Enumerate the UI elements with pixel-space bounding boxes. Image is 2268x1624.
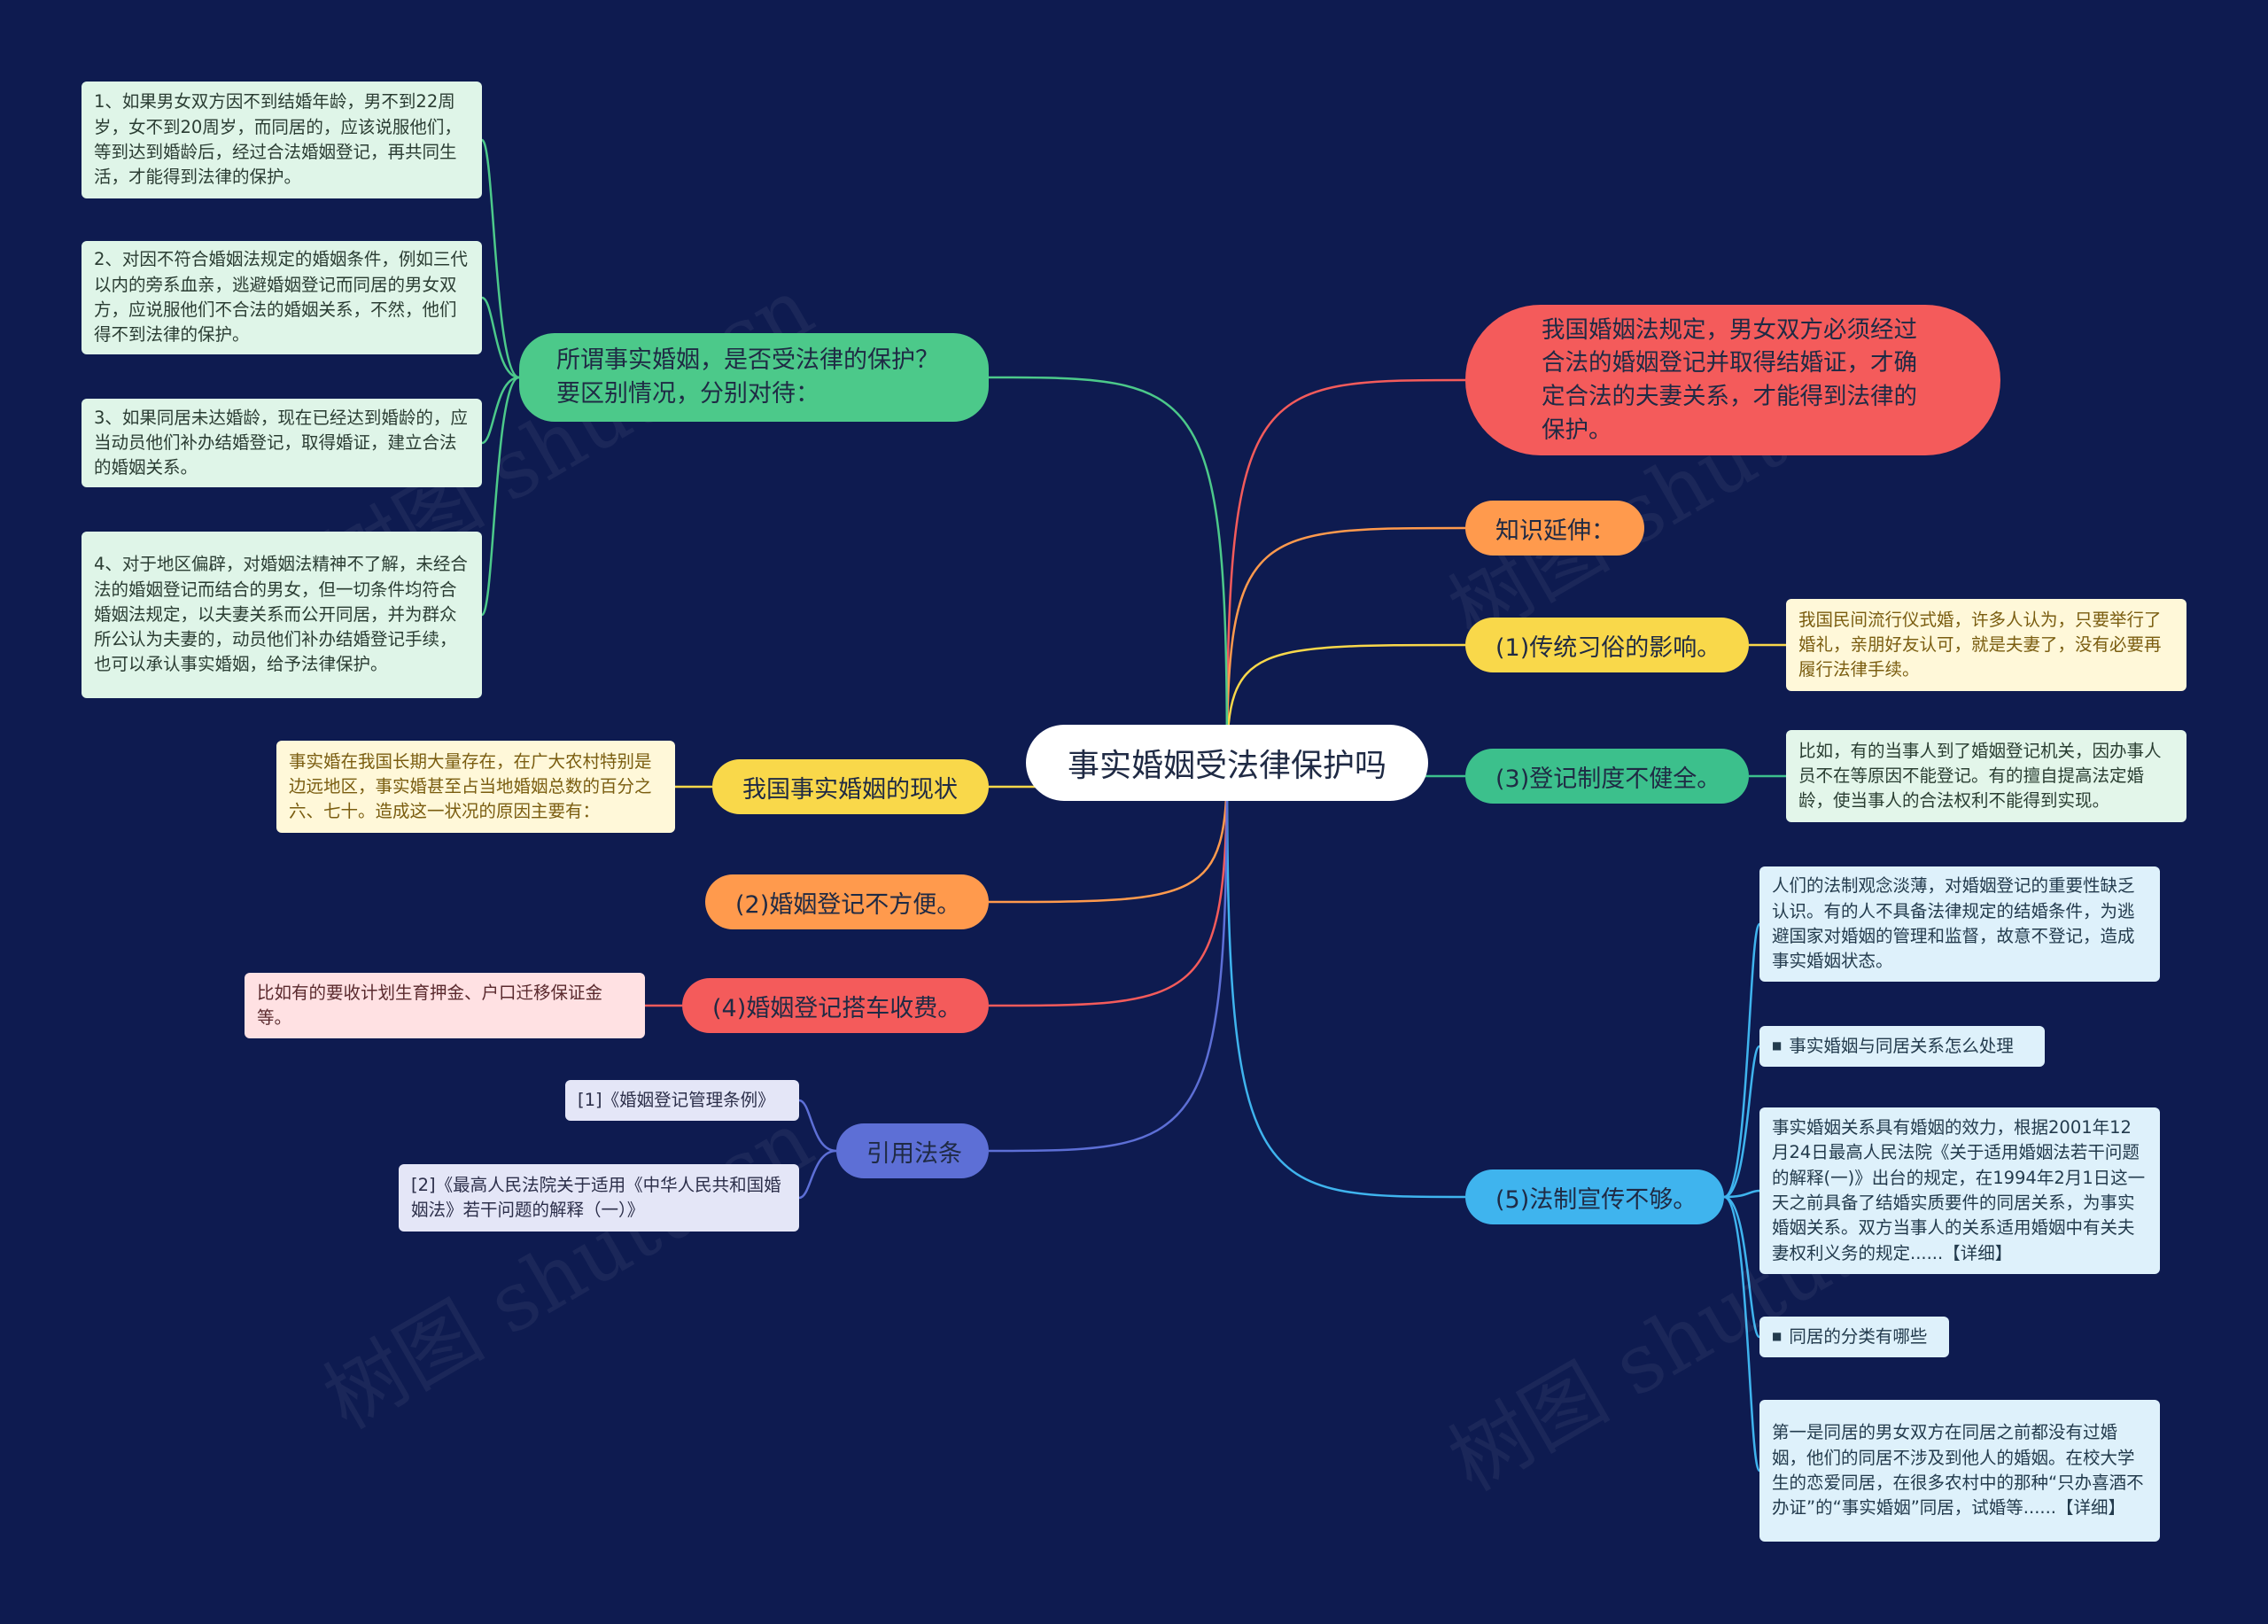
- link-n-p4: [480, 376, 520, 617]
- note-publicity: 人们的法制观念淡薄，对婚姻登记的重要性缺乏认识。有的人不具备法律规定的结婚条件，…: [1759, 866, 2160, 982]
- topic-protection-cases[interactable]: 所谓事实婚姻，是否受法律的保护？要区别情况，分别对待：: [519, 333, 989, 422]
- topic-registry-system[interactable]: (3)登记制度不健全。: [1465, 749, 1749, 804]
- citation-2[interactable]: [2]《最高人民法院关于适用《中华人民共和国婚姻法》若干问题的解释（一）》: [399, 1164, 799, 1232]
- link-n-extend: [1225, 526, 1466, 764]
- link-n-law: [1225, 378, 1466, 764]
- link-n-pub4: [1723, 1195, 1761, 1339]
- link-cohabitation-types[interactable]: 同居的分类有哪些: [1759, 1317, 1949, 1357]
- note-case-2: 2、对因不符合婚姻法规定的婚姻条件，例如三代以内的旁系血亲，逃避婚姻登记而同居的…: [82, 241, 482, 354]
- note-case-1: 1、如果男女双方因不到结婚年龄，男不到22周岁，女不到20周岁，而同居的，应该说…: [82, 82, 482, 198]
- link-n-inconv: [988, 762, 1229, 904]
- link-n-pub3: [1723, 1189, 1760, 1199]
- note-case-4: 4、对于地区偏辟，对婚姻法精神不了解，未经合法的婚姻登记而结合的男女，但一切条件…: [82, 532, 482, 698]
- topic-legal-publicity[interactable]: (5)法制宣传不够。: [1465, 1169, 1724, 1224]
- link-n-p3: [481, 376, 520, 445]
- note-cohabitation-types[interactable]: 第一是同居的男女双方在同居之前都没有过婚姻，他们的同居不涉及到他人的婚姻。在校大…: [1759, 1400, 2160, 1542]
- note-case-3: 3、如果同居未达婚龄，现在已经达到婚龄的，应当动员他们补办结婚登记，取得婚证，建…: [82, 399, 482, 487]
- citation-1[interactable]: [1]《婚姻登记管理条例》: [565, 1080, 799, 1121]
- topic-citations[interactable]: 引用法条: [836, 1123, 989, 1178]
- link-n-cite2: [798, 1149, 837, 1200]
- topic-law-provision[interactable]: 我国婚姻法规定，男女双方必须经过合法的婚姻登记并取得结婚证，才确定合法的夫妻关系…: [1465, 305, 2000, 455]
- link-n-cite1: [798, 1099, 837, 1153]
- note-registry: 比如，有的当事人到了婚姻登记机关，因办事人员不在等原因不能登记。有的擅自提高法定…: [1786, 730, 2186, 822]
- link-n-cite: [988, 762, 1229, 1153]
- link-n-pub1: [1723, 922, 1761, 1199]
- link-n-p2: [481, 296, 520, 379]
- note-status: 事实婚在我国长期大量存在，在广大农村特别是边远地区，事实婚甚至占当地婚姻总数的百…: [276, 741, 675, 833]
- topic-tradition-influence[interactable]: (1)传统习俗的影响。: [1465, 618, 1749, 672]
- root-topic[interactable]: 事实婚姻受法律保护吗: [1026, 725, 1428, 801]
- link-n-pub: [1225, 762, 1466, 1199]
- note-fees: 比如有的要收计划生育押金、户口迁移保证金等。: [245, 973, 645, 1038]
- note-fact-marriage-effect[interactable]: 事实婚姻关系具有婚姻的效力，根据2001年12月24日最高人民法院《关于适用婚姻…: [1759, 1107, 2160, 1274]
- link-fact-marriage-vs-cohabitation[interactable]: 事实婚姻与同居关系怎么处理: [1759, 1026, 2045, 1067]
- link-n-p1: [480, 138, 520, 379]
- link-n-fees: [988, 762, 1229, 1007]
- link-n-pub2: [1723, 1045, 1761, 1199]
- link-n-pub5: [1723, 1195, 1761, 1472]
- note-tradition: 我国民间流行仪式婚，许多人认为，只要举行了婚礼，亲朋好友认可，就是夫妻了，没有必…: [1786, 599, 2186, 691]
- topic-extra-fees[interactable]: (4)婚姻登记搭车收费。: [682, 978, 989, 1033]
- topic-knowledge-extension[interactable]: 知识延伸：: [1465, 501, 1644, 556]
- topic-registration-inconvenient[interactable]: (2)婚姻登记不方便。: [705, 874, 989, 929]
- link-n-custom: [1225, 643, 1466, 764]
- topic-current-status[interactable]: 我国事实婚姻的现状: [712, 759, 989, 814]
- link-n-protect: [988, 376, 1229, 764]
